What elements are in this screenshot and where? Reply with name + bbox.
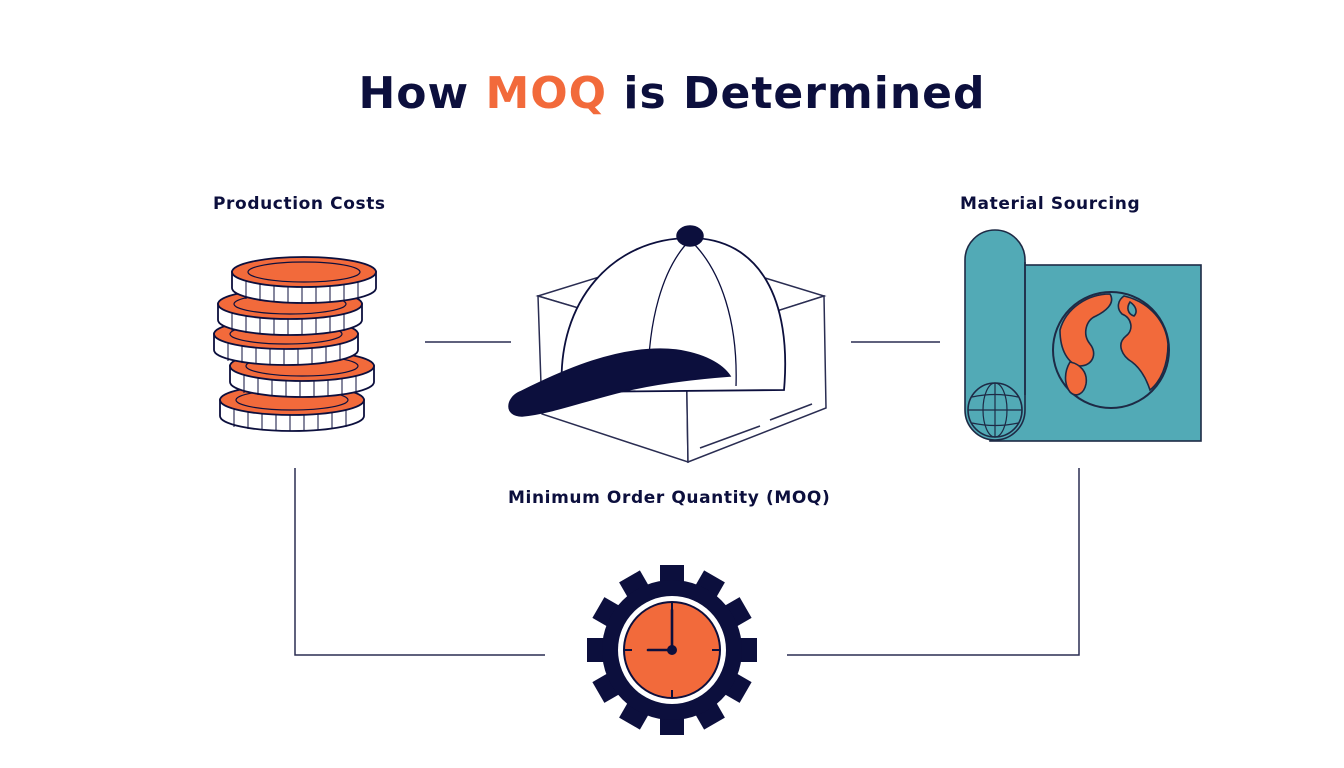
map-globe (1052, 291, 1170, 409)
title-suffix: is Determined (607, 68, 986, 119)
connector-map-gear (787, 468, 1080, 656)
title-highlight: MOQ (485, 68, 608, 119)
cap-visor (508, 348, 732, 417)
material-sourcing-label: Material Sourcing (960, 194, 1141, 214)
gear-clock-icon (587, 565, 757, 735)
cap-button (676, 225, 704, 247)
title-prefix: How (358, 68, 486, 119)
coin-stack-icon (213, 256, 377, 432)
cap-in-box-icon (508, 225, 827, 464)
production-costs-label: Production Costs (213, 194, 386, 214)
page-title: How MOQ is Determined (0, 68, 1344, 119)
connector-coins-gear (294, 468, 545, 656)
roll-globe (967, 382, 1023, 438)
connectors (294, 341, 1080, 656)
moq-label: Minimum Order Quantity (MOQ) (508, 488, 831, 508)
world-map-scroll-icon (964, 229, 1202, 442)
